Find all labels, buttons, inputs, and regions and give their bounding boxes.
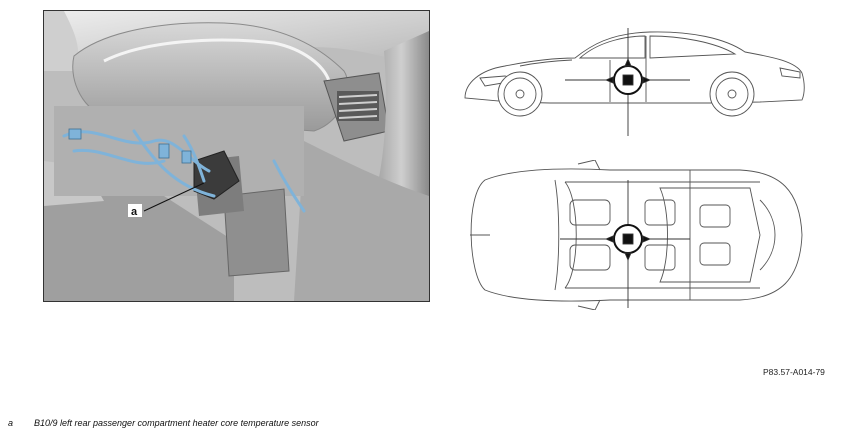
legend-text: B10/9 left rear passenger compartment he… — [34, 418, 319, 428]
callout-label-a: a — [131, 206, 138, 218]
top-locator-crosshair — [560, 180, 690, 308]
top-locator-marker — [622, 233, 634, 245]
figure-id: P83.57-A014-79 — [763, 367, 825, 377]
side-locator-marker — [622, 74, 634, 86]
side-locator-crosshair — [565, 28, 690, 136]
legend-item-a: a B10/9 left rear passenger compartment h… — [8, 418, 319, 428]
callout-leader-line — [143, 182, 205, 212]
legend-key: a — [8, 418, 14, 428]
photo-illustration: a — [44, 11, 429, 301]
car-side-view — [464, 28, 805, 136]
car-top-view — [470, 160, 803, 310]
component-photo: a — [43, 10, 430, 302]
